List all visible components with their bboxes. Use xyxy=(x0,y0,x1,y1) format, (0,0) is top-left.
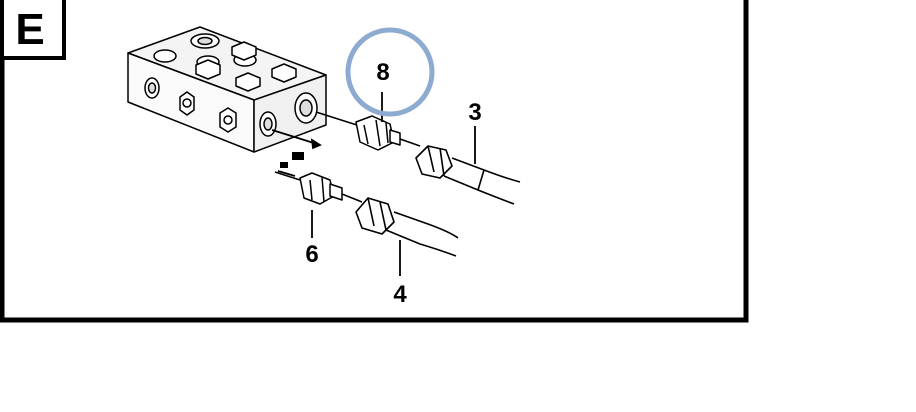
callout-4-label: 4 xyxy=(393,281,407,308)
adapter-fitting-8 xyxy=(315,111,421,151)
callout-6-label: 6 xyxy=(305,241,318,268)
leader-lines xyxy=(311,92,476,276)
callout-3-label: 3 xyxy=(468,99,481,126)
highlight-ring xyxy=(345,27,435,117)
valve-block xyxy=(127,26,327,153)
direction-arrows xyxy=(271,129,322,177)
panel-letter-box xyxy=(0,0,66,60)
panel-letter: E xyxy=(15,5,44,54)
panel-frame xyxy=(0,0,749,323)
adapter-fitting-6 xyxy=(274,171,363,205)
hose-4 xyxy=(355,197,459,257)
callout-8-label: 8 xyxy=(376,59,389,86)
hose-3 xyxy=(415,145,521,205)
